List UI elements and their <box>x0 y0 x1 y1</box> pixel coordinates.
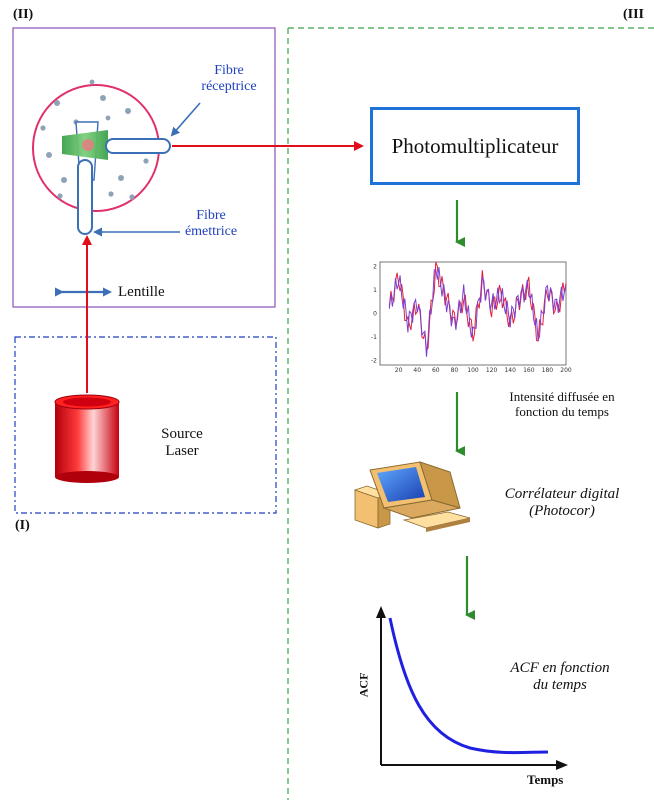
panel-I-frame <box>14 336 277 514</box>
y-tick-label: 0 <box>373 311 377 318</box>
acf-y-axis-label: ACF <box>356 672 371 698</box>
fibre-emettrice-line1: Fibre <box>196 208 226 223</box>
panel-I-tag: (I) <box>15 518 30 533</box>
fibre-receptrice-label: Fibre réceptrice <box>190 63 268 95</box>
x-tick-label: 80 <box>451 367 459 374</box>
acf-curve <box>388 617 549 755</box>
fibre-receptrice-pointer <box>170 102 201 137</box>
fibre-emettrice-label: Fibre émettrice <box>172 208 250 240</box>
source-laser-line2: Laser <box>165 443 199 460</box>
acf-caption-line1: ACF en fonction <box>510 660 610 676</box>
correlateur-line2: (Photocor) <box>529 503 595 520</box>
panel-II-tag: (II) <box>13 7 34 22</box>
fibre-emettrice-line2: émettrice <box>184 224 238 240</box>
x-tick-label: 160 <box>523 367 535 374</box>
intensite-line1: Intensité diffusée en <box>509 389 615 404</box>
photomultiplicateur-box: Photomultiplicateur <box>370 107 580 185</box>
source-laser-label: Source Laser <box>150 426 214 461</box>
x-tick-label: 180 <box>542 367 554 374</box>
x-tick-label: 60 <box>432 367 440 374</box>
emitting-fibre <box>77 159 93 235</box>
acf-x-axis-label: Temps <box>527 772 564 787</box>
fibre-receptrice-line2: réceptrice <box>201 79 257 95</box>
acf-caption-line2: du temps <box>533 677 587 694</box>
scattering-volume <box>82 139 94 151</box>
source-laser-line1: Source <box>161 426 203 442</box>
y-tick-label: -1 <box>371 334 377 341</box>
acf-caption: ACF en fonction du temps <box>490 660 630 695</box>
receiving-fibre <box>105 138 171 154</box>
intensite-label: Intensité diffusée en fonction du temps <box>486 389 638 420</box>
x-tick-label: 120 <box>486 367 498 374</box>
lentille-label: Lentille <box>118 284 165 300</box>
intensite-line2: fonction du temps <box>515 403 609 419</box>
panel-II-frame <box>12 27 276 308</box>
x-tick-label: 20 <box>395 367 403 374</box>
fibre-receptrice-line1: Fibre <box>214 63 244 78</box>
computer-icon <box>353 461 471 532</box>
signal-plot: 2 1 0 -1 -2 20 40 60 80 100 120 140 160 180 200 <box>371 261 572 374</box>
correlateur-label: Corrélateur digital (Photocor) <box>492 486 632 521</box>
x-tick-label: 40 <box>413 367 421 374</box>
x-tick-label: 200 <box>560 367 572 374</box>
x-tick-label: 100 <box>467 367 479 374</box>
y-tick-label: -2 <box>371 357 377 364</box>
x-tick-label: 140 <box>504 367 516 374</box>
correlateur-line1: Corrélateur digital <box>504 486 620 502</box>
y-tick-label: 1 <box>373 287 377 294</box>
signal-series-line <box>388 267 567 357</box>
acf-plot <box>376 606 568 770</box>
scattering-particles <box>40 79 149 200</box>
photomultiplicateur-label: Photomultiplicateur <box>391 133 559 158</box>
y-tick-label: 2 <box>373 264 377 271</box>
panel-III-tag: (III <box>623 7 645 22</box>
laser-source <box>54 394 120 483</box>
